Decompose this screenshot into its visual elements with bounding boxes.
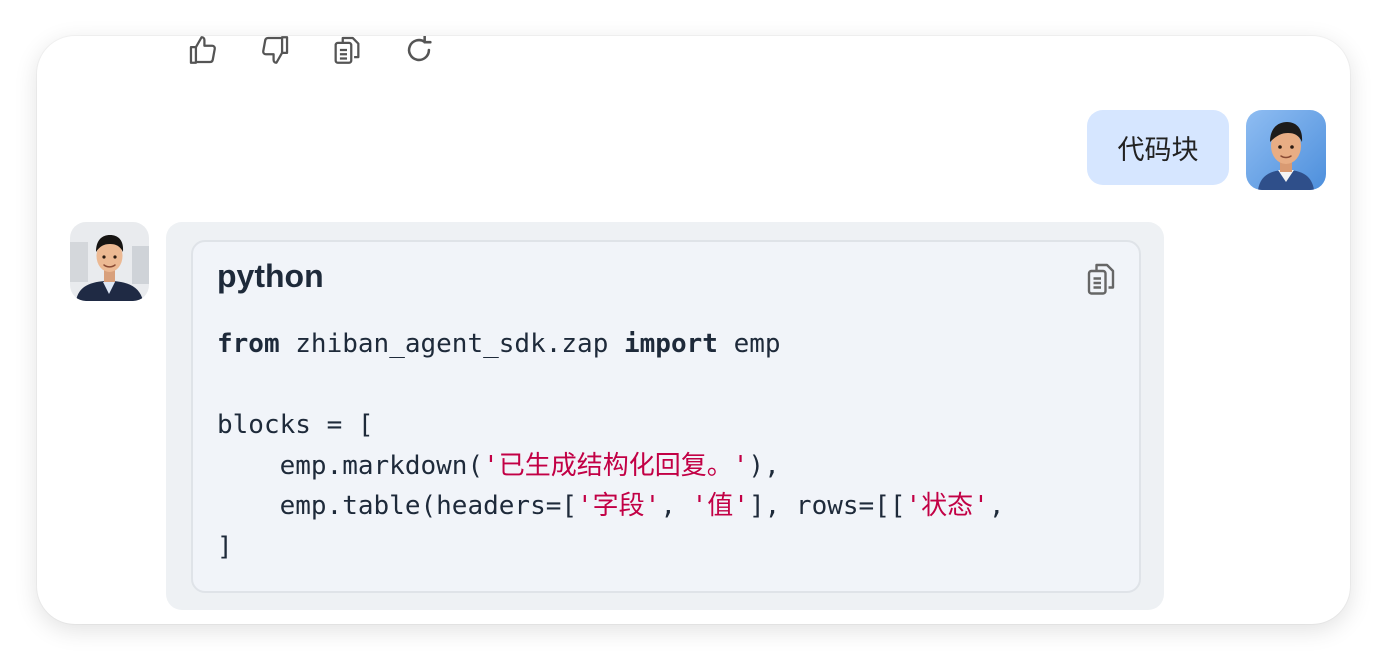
code-block: python from zhiban_agent_sdk.zap import … (191, 240, 1141, 593)
code-text: blocks = [ (217, 410, 374, 440)
copy-icon[interactable] (329, 36, 365, 68)
code-text: emp.table(headers=[ (217, 491, 578, 521)
user-message-text: 代码块 (1117, 135, 1199, 166)
code-text: ] (217, 531, 233, 562)
code-content: from zhiban_agent_sdk.zap import emp blo… (217, 324, 1004, 567)
code-string: '值' (691, 491, 749, 521)
copy-code-icon[interactable] (1083, 260, 1119, 300)
chat-window: 代码块 (37, 36, 1350, 624)
code-language-label: python (217, 258, 324, 294)
user-avatar (1246, 110, 1326, 190)
thumbs-down-icon[interactable] (257, 36, 293, 68)
assistant-avatar (70, 222, 149, 301)
code-keyword: import (624, 329, 718, 359)
code-string: '状态' (905, 491, 989, 521)
user-message-bubble: 代码块 (1087, 110, 1229, 185)
code-text: emp.markdown( (217, 450, 484, 481)
code-text: ], rows=[[ (748, 491, 906, 521)
code-string: '已生成结构化回复。' (483, 450, 749, 481)
assistant-message-bubble: python from zhiban_agent_sdk.zap import … (166, 222, 1164, 610)
code-text: , (988, 491, 1005, 521)
code-text: , (660, 491, 692, 521)
code-string: '字段' (577, 491, 661, 521)
code-text: emp (717, 329, 781, 359)
code-keyword: from (217, 329, 280, 359)
message-actions (185, 36, 437, 70)
refresh-icon[interactable] (401, 36, 437, 68)
code-text: zhiban_agent_sdk.zap (279, 329, 624, 359)
code-text: ), (748, 450, 780, 481)
thumbs-up-icon[interactable] (185, 36, 221, 68)
